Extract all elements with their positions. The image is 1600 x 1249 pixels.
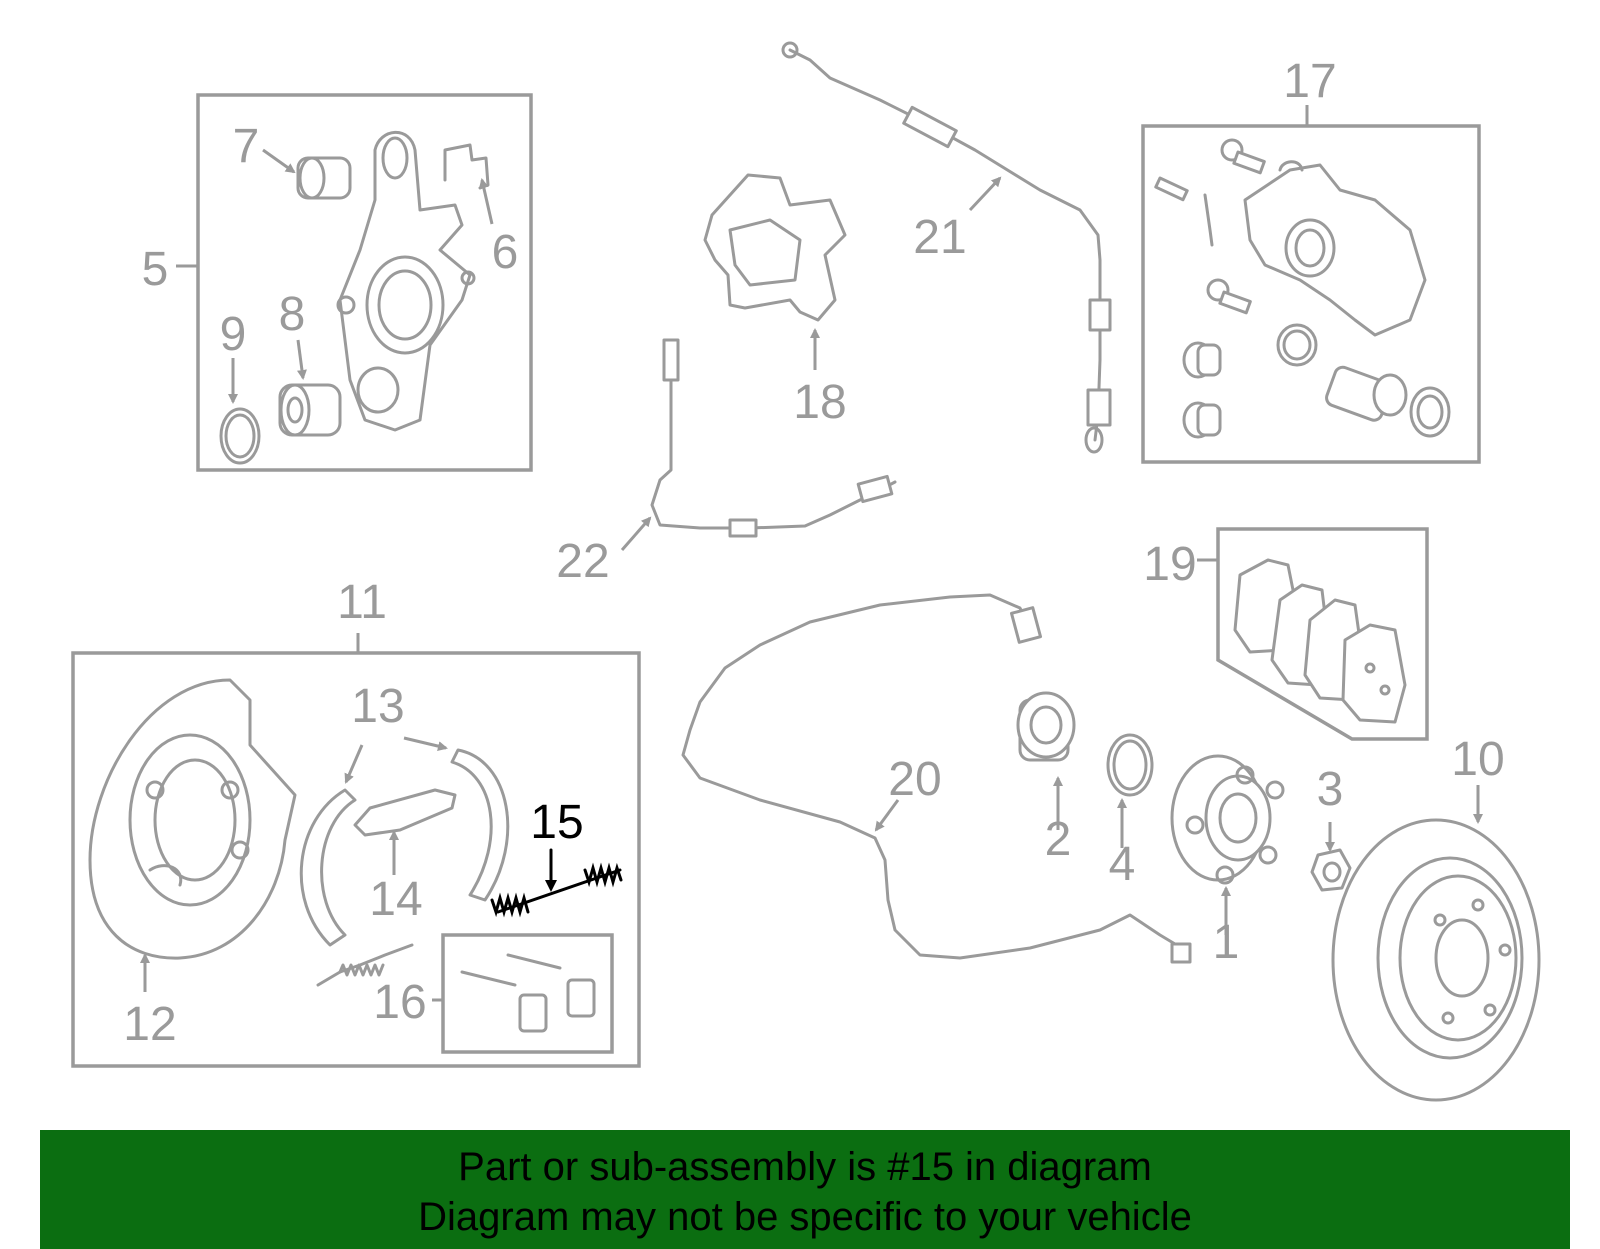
- backing-plate-12: [88, 678, 297, 992]
- label-8: 8: [279, 288, 306, 341]
- o-ring-9: [219, 407, 261, 465]
- label-21: 21: [913, 211, 966, 264]
- label-1: 1: [1213, 916, 1240, 969]
- hub-nut-3: [1310, 822, 1352, 892]
- snap-ring-4: [1106, 733, 1154, 848]
- steering-knuckle: [336, 130, 476, 432]
- label-10: 10: [1451, 733, 1504, 786]
- box-19: [1216, 527, 1429, 741]
- label-4: 4: [1109, 838, 1136, 891]
- bushing-8: [278, 383, 342, 437]
- info-banner: Part or sub-assembly is #15 in diagram D…: [40, 1130, 1570, 1249]
- wear-sensor-20: [681, 593, 1192, 964]
- box-5: [196, 93, 533, 472]
- box-11: [71, 651, 641, 1068]
- label-6: 6: [492, 226, 519, 279]
- knuckle-group: [176, 93, 533, 472]
- brake-rotor-10: [1331, 785, 1541, 1102]
- label-18: 18: [793, 376, 846, 429]
- brake-hose-21: [781, 41, 1112, 454]
- brake-pad: [1341, 623, 1407, 724]
- seal: [1276, 323, 1318, 367]
- label-16: 16: [373, 976, 426, 1029]
- wheel-bearing-2: [1016, 691, 1076, 830]
- label-7: 7: [233, 120, 260, 173]
- box-16: [441, 933, 614, 1054]
- label-15: 15: [530, 796, 583, 849]
- bushing-7: [296, 156, 352, 200]
- label-5: 5: [142, 243, 169, 296]
- label-3: 3: [1317, 763, 1344, 816]
- label-17: 17: [1283, 55, 1336, 108]
- return-spring: [316, 943, 414, 987]
- label-22: 22: [556, 535, 609, 588]
- bolt: [1206, 278, 1252, 315]
- label-9: 9: [220, 308, 247, 361]
- label-13: 13: [351, 680, 404, 733]
- label-19: 19: [1143, 538, 1196, 591]
- adjuster-spring-15: [490, 848, 623, 918]
- parking-lever-14: [353, 788, 457, 875]
- label-11: 11: [337, 576, 387, 629]
- label-14: 14: [369, 873, 422, 926]
- banner-line-2: Diagram may not be specific to your vehi…: [418, 1195, 1192, 1239]
- parking-brake-group: [71, 633, 641, 1068]
- bolt: [1220, 138, 1266, 175]
- boot-ring: [1409, 386, 1451, 438]
- label-2: 2: [1045, 813, 1072, 866]
- wheel-hub-1: [1170, 754, 1285, 935]
- boot: [1182, 341, 1222, 379]
- caliper-bracket-18: [703, 173, 847, 370]
- banner-line-1: Part or sub-assembly is #15 in diagram: [458, 1145, 1152, 1189]
- abs-sensor-22: [620, 338, 897, 551]
- boot: [1182, 401, 1222, 439]
- caliper-group: [1141, 105, 1481, 464]
- brake-pads-group: [1197, 527, 1429, 741]
- label-12: 12: [123, 998, 176, 1051]
- label-20: 20: [888, 753, 941, 806]
- hardware-kit-16: [432, 933, 614, 1054]
- piston: [1325, 365, 1408, 422]
- box-17: [1141, 124, 1481, 464]
- bleeder: [1154, 176, 1214, 247]
- part-labels: 1 2 3 4 5 6 7 8 9 10 11 12 13 14 15 16 1…: [123, 55, 1504, 1051]
- brake-shoe-13: [299, 736, 510, 947]
